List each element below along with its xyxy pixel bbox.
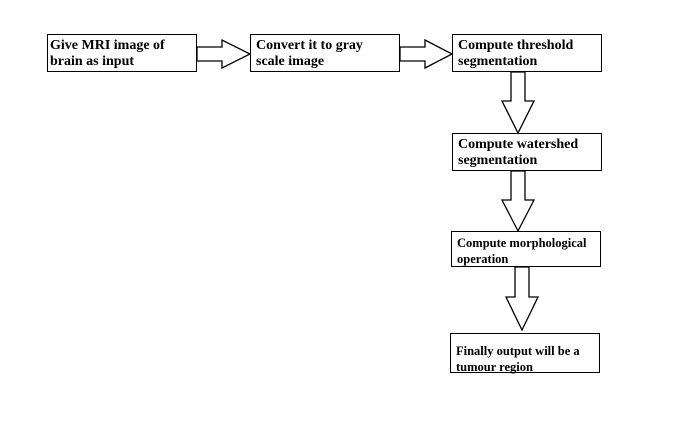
arrow-down-3 bbox=[504, 266, 540, 332]
arrow-right-1 bbox=[196, 38, 252, 70]
step-threshold-segmentation: Compute threshold segmentation bbox=[452, 34, 602, 72]
step-output-tumour-region: Finally output will be a tumour region bbox=[450, 333, 600, 374]
arrow-down-1 bbox=[500, 71, 536, 135]
step-input-mri: Give MRI image of brain as input bbox=[47, 34, 197, 72]
arrow-right-2 bbox=[399, 38, 454, 70]
arrow-down-2 bbox=[500, 170, 536, 233]
step-morphological-operation: Compute morphological operation bbox=[451, 231, 601, 267]
step-watershed-segmentation: Compute watershed segmentation bbox=[452, 133, 602, 171]
step-grayscale: Convert it to gray scale image bbox=[250, 34, 400, 72]
